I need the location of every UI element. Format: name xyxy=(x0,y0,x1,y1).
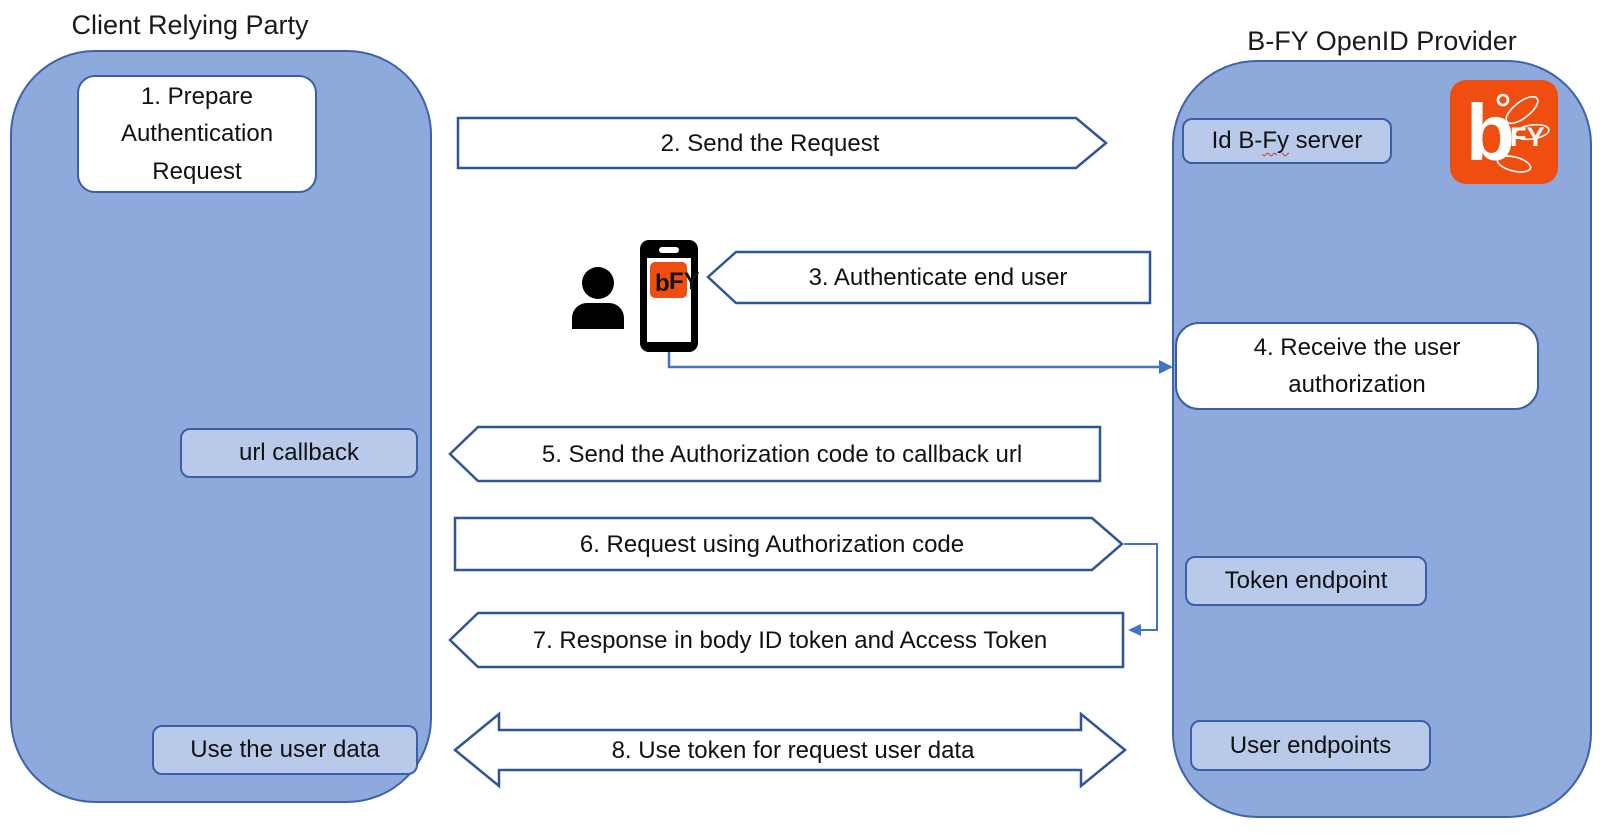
connector-token-loop xyxy=(1124,543,1158,631)
arrow-step3 xyxy=(706,250,1152,305)
token-endpoint-box: Token endpoint xyxy=(1185,556,1427,606)
arrow-step5 xyxy=(448,425,1102,483)
svg-text:b: b xyxy=(655,270,670,297)
step4-receive-authorization-box: 4. Receive the user authorization xyxy=(1175,322,1539,410)
connector-token-arrowhead-icon xyxy=(1128,624,1141,636)
bfy-logo-graphic: b FY xyxy=(1466,88,1550,177)
arrow-step7 xyxy=(448,611,1125,669)
arrow-step6 xyxy=(453,516,1124,572)
connector-phone-arrowhead-icon xyxy=(1159,360,1173,374)
user-icon xyxy=(572,267,624,329)
bee-wing-bottom-icon xyxy=(1496,155,1532,173)
phone-speaker-icon xyxy=(659,247,679,253)
misspelled-word: Fy xyxy=(1262,127,1289,154)
bee-wing-middle-icon xyxy=(1514,123,1550,141)
arrow-step2-label: 2. Send the Request xyxy=(661,130,880,157)
phone-icon: b FY xyxy=(640,240,700,352)
url-callback-box: url callback xyxy=(180,428,418,478)
bfy-logo: b FY xyxy=(1450,80,1558,184)
openid-provider-panel xyxy=(1172,60,1592,818)
user-endpoints-box: User endpoints xyxy=(1190,720,1431,771)
arrow-step8 xyxy=(453,711,1127,789)
step1-prepare-auth-request-box: 1. Prepare Authentication Request xyxy=(77,75,317,193)
logo-letter-b: b xyxy=(1466,88,1515,177)
arrow-step7-label: 7. Response in body ID token and Access … xyxy=(533,627,1048,654)
arrow-step3-label: 3. Authenticate end user xyxy=(809,264,1068,291)
id-bfy-server-box: Id B-Fy server xyxy=(1182,118,1392,164)
logo-letters-fy: FY xyxy=(1510,122,1545,152)
phone-bfy-app-icon: b FY xyxy=(650,262,700,298)
arrow-step5-label: 5. Send the Authorization code to callba… xyxy=(542,441,1022,468)
use-user-data-box: Use the user data xyxy=(152,725,418,775)
arrow-step8-label: 8. Use token for request user data xyxy=(612,737,976,764)
arrow-step6-label: 6. Request using Authorization code xyxy=(580,531,964,558)
right-panel-title: B-FY OpenID Provider xyxy=(1247,26,1517,56)
left-panel-title: Client Relying Party xyxy=(71,10,309,40)
arrow-step2 xyxy=(456,116,1108,170)
bee-wing-top-icon xyxy=(1505,95,1539,125)
connector-phone-to-step4 xyxy=(667,352,1160,369)
svg-text:FY: FY xyxy=(669,268,700,295)
id-bfy-server-label: Id B-Fy server xyxy=(1211,127,1363,154)
bee-antenna-ring-icon xyxy=(1496,93,1510,107)
